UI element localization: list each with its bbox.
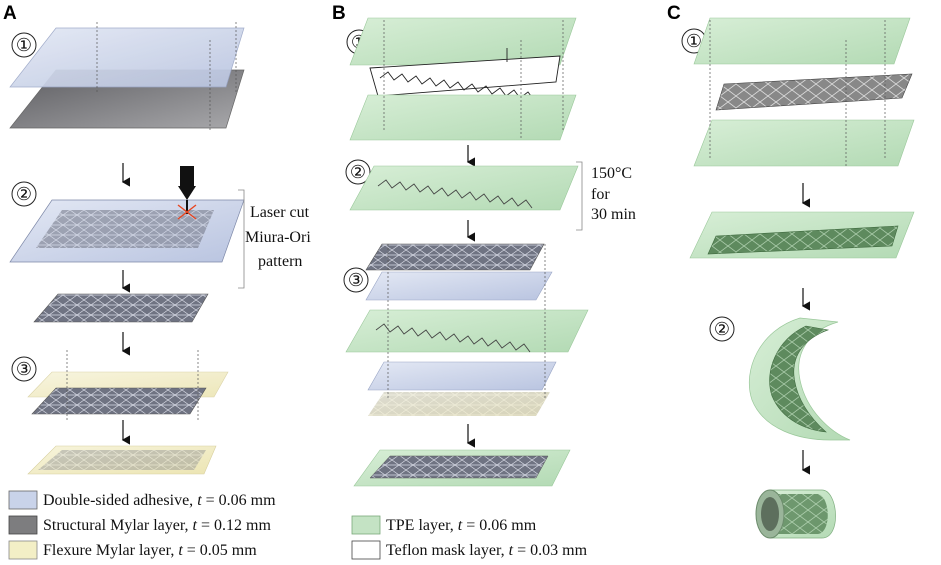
heat-label-2: for bbox=[591, 186, 610, 203]
legend-swatch-structural bbox=[8, 515, 38, 535]
a-laser-sheet bbox=[9, 199, 245, 263]
b-teflon-mask bbox=[369, 48, 561, 101]
c-final-tube bbox=[755, 489, 836, 539]
svg-text:②: ② bbox=[350, 162, 366, 182]
b-mylar-top bbox=[365, 243, 545, 271]
b-tpe-top bbox=[349, 17, 577, 66]
b-step3-icon: ③ bbox=[343, 267, 369, 293]
svg-text:Teflon mask layer, t = 0.03 mm: Teflon mask layer, t = 0.03 mm bbox=[386, 542, 588, 559]
a-step3-icon: ③ bbox=[11, 356, 37, 382]
legend-item-flexure-mylar: Flexure Mylar layer, t = 0.05 mm bbox=[8, 540, 257, 560]
laser-bracket bbox=[238, 189, 245, 289]
a-final-pattern bbox=[38, 450, 206, 470]
b-tpe-middle-mask bbox=[375, 323, 531, 353]
svg-text:Flexure Mylar layer, t = 0.05: Flexure Mylar layer, t = 0.05 mm bbox=[43, 542, 257, 559]
c-laminated-pattern bbox=[707, 225, 899, 255]
a-mylar-stack bbox=[31, 387, 207, 415]
b-tpe-bottom bbox=[349, 94, 577, 141]
c-tpe-bottom bbox=[693, 119, 915, 167]
svg-text:Double-sided adhesive, t = 0.0: Double-sided adhesive, t = 0.06 mm bbox=[43, 492, 276, 509]
heat-label-3: 30 min bbox=[591, 206, 636, 223]
legend-label-adhesive: Double-sided adhesive, bbox=[43, 492, 197, 509]
c-tpe-top bbox=[693, 17, 911, 65]
heat-label-1: 150°C bbox=[591, 165, 632, 182]
legend-item-tpe: TPE layer, t = 0.06 mm bbox=[351, 515, 537, 535]
a-cut-mylar bbox=[33, 293, 209, 323]
heat-bracket bbox=[576, 161, 583, 231]
legend-swatch-flexure bbox=[8, 540, 38, 560]
legend-swatch-teflon bbox=[351, 540, 381, 560]
legend-swatch-adhesive bbox=[8, 490, 38, 510]
b-laminated-sheet bbox=[349, 165, 579, 211]
a-step2-icon: ② bbox=[11, 181, 37, 207]
a-layer-adhesive bbox=[9, 27, 245, 88]
c-miura-sheet bbox=[715, 73, 913, 111]
laser-label-3: pattern bbox=[258, 253, 302, 270]
b-adhesive-bottom bbox=[367, 361, 557, 391]
svg-text:③: ③ bbox=[16, 359, 32, 379]
legend: Double-sided adhesive, t = 0.06 mm Struc… bbox=[8, 490, 588, 560]
panel-letter-c: C bbox=[667, 3, 681, 24]
c-step2-icon: ② bbox=[709, 316, 735, 342]
b-adhesive-top bbox=[365, 271, 553, 301]
b-align-lines bbox=[383, 20, 564, 138]
svg-text:①: ① bbox=[686, 31, 702, 51]
b-embedded-mask bbox=[377, 179, 533, 209]
b-align-lines-2 bbox=[387, 244, 546, 400]
svg-text:①: ① bbox=[16, 35, 32, 55]
svg-text:②: ② bbox=[16, 184, 32, 204]
b-final-pattern bbox=[369, 455, 549, 479]
legend-label-structural: Structural Mylar layer, bbox=[43, 517, 193, 534]
c-curling-sheet bbox=[748, 317, 851, 441]
svg-text:TPE layer, t = 0.06 mm: TPE layer, t = 0.06 mm bbox=[386, 517, 537, 534]
b-step2-icon: ② bbox=[345, 159, 371, 185]
panel-letter-a: A bbox=[3, 3, 17, 24]
svg-text:③: ③ bbox=[348, 270, 364, 290]
legend-label-tpe: TPE layer, bbox=[386, 517, 458, 534]
legend-item-adhesive: Double-sided adhesive, t = 0.06 mm bbox=[8, 490, 276, 510]
a-step1-icon: ① bbox=[11, 32, 37, 58]
a-align-lines bbox=[96, 22, 237, 130]
svg-text:②: ② bbox=[714, 319, 730, 339]
panel-letter-b: B bbox=[332, 3, 346, 24]
legend-swatch-tpe bbox=[351, 515, 381, 535]
legend-item-structural-mylar: Structural Mylar layer, t = 0.12 mm bbox=[8, 515, 271, 535]
b-flexure-bottom bbox=[368, 392, 550, 416]
legend-label-flexure: Flexure Mylar layer, bbox=[43, 542, 178, 559]
legend-item-teflon: Teflon mask layer, t = 0.03 mm bbox=[351, 540, 588, 560]
laser-label-1: Laser cut bbox=[250, 204, 310, 221]
c-align-lines bbox=[709, 20, 886, 166]
legend-label-teflon: Teflon mask layer, bbox=[386, 542, 509, 559]
b-tpe-middle bbox=[345, 309, 589, 353]
laser-beam-icon bbox=[177, 204, 197, 220]
laser-label-2: Miura-Ori bbox=[245, 229, 311, 246]
svg-text:Structural Mylar layer, t = 0.: Structural Mylar layer, t = 0.12 mm bbox=[43, 517, 271, 534]
